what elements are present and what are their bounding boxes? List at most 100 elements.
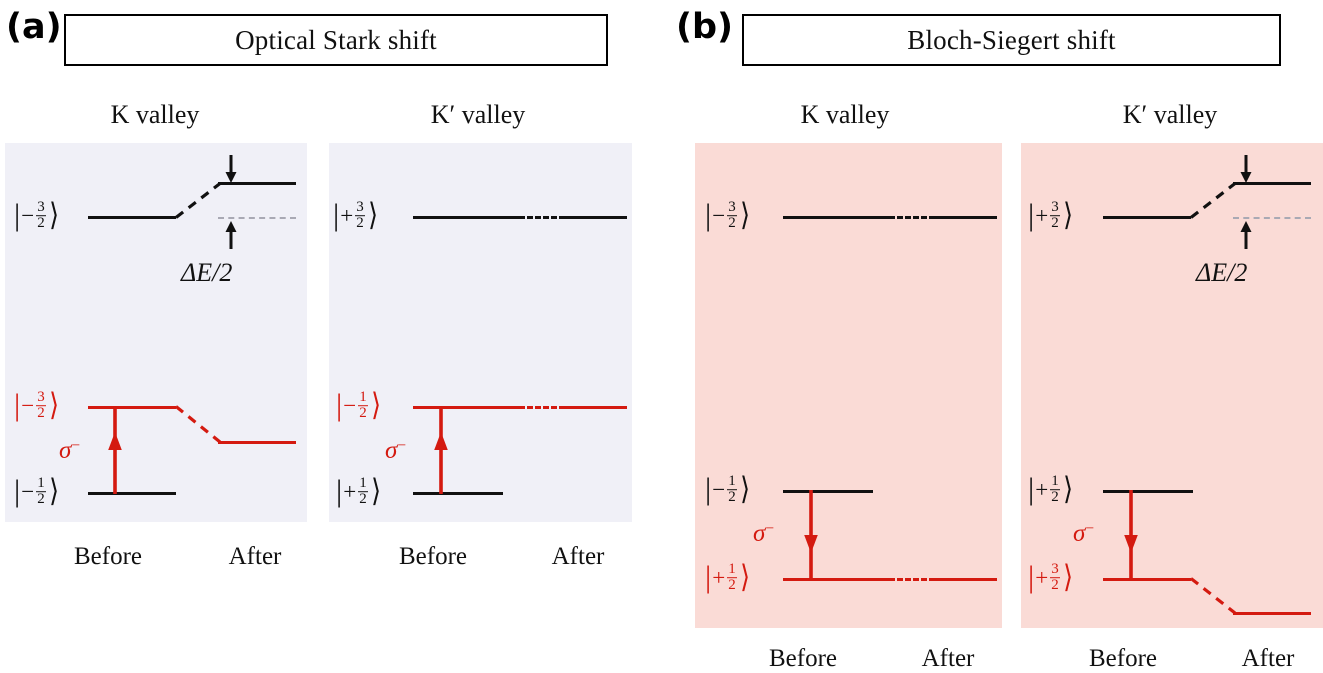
panel-letter-a: (a) bbox=[6, 7, 62, 47]
before-label-a1: Before bbox=[73, 543, 143, 570]
level-a2-upper-before bbox=[413, 216, 523, 219]
panel-a-kprime-valley-label: K′ valley bbox=[430, 100, 526, 129]
panel-letter-b: (b) bbox=[676, 7, 734, 47]
level-a1-red-connector bbox=[174, 405, 222, 444]
ket-sign: + bbox=[1035, 203, 1049, 229]
level-a2-ground bbox=[413, 492, 503, 495]
ket-fraction: 1 2 bbox=[36, 475, 46, 508]
ket-b2-middle-black: | + 1 2 ⟩ bbox=[1028, 470, 1074, 506]
ket-sign: − bbox=[343, 393, 357, 419]
transition-arrow-a2 bbox=[434, 406, 448, 494]
level-b1-upper-dashed bbox=[889, 216, 935, 219]
ket-angle-bracket: ⟩ bbox=[1062, 558, 1073, 594]
panel-b-kprime-valley-plot bbox=[1021, 143, 1323, 628]
level-a2-upper-after bbox=[561, 216, 627, 219]
sigma-superscript: − bbox=[765, 520, 775, 537]
sigma-superscript: − bbox=[1085, 520, 1095, 537]
ket-sign: + bbox=[712, 565, 726, 591]
ket-b2-upper-black: | + 3 2 ⟩ bbox=[1028, 196, 1074, 232]
level-b2-reference-dashed bbox=[1233, 217, 1311, 219]
ket-numerator: 3 bbox=[37, 199, 45, 216]
ket-sign: − bbox=[712, 477, 726, 503]
level-a2-upper-dashed bbox=[519, 216, 565, 219]
delta-e-label-b2: ΔE/2 bbox=[1196, 258, 1248, 287]
sigma-symbol: σ bbox=[753, 520, 766, 548]
level-a1-upper-connector bbox=[175, 182, 221, 219]
transition-arrow-b2 bbox=[1124, 490, 1138, 579]
ket-b1-upper-black: | − 3 2 ⟩ bbox=[705, 196, 751, 232]
ket-numerator: 1 bbox=[728, 473, 736, 490]
ket-bar: | bbox=[336, 472, 343, 508]
level-a1-reference-dashed bbox=[218, 217, 296, 219]
panel-b-k-valley-plot bbox=[695, 143, 1002, 628]
before-label-a2: Before bbox=[398, 543, 468, 570]
ket-angle-bracket: ⟩ bbox=[48, 386, 59, 422]
panel-b-title: Bloch-Siegert shift bbox=[907, 24, 1116, 55]
ket-bar: | bbox=[333, 196, 340, 232]
ket-denominator: 2 bbox=[727, 577, 737, 594]
ket-denominator: 2 bbox=[358, 491, 368, 508]
panel-a-title: Optical Stark shift bbox=[235, 24, 437, 55]
ket-sign: + bbox=[340, 203, 354, 229]
ket-angle-bracket: ⟩ bbox=[1062, 470, 1073, 506]
ket-bar: | bbox=[705, 470, 712, 506]
sigma-symbol: σ bbox=[1073, 520, 1086, 548]
ket-angle-bracket: ⟩ bbox=[48, 196, 59, 232]
ket-denominator: 2 bbox=[1050, 489, 1060, 506]
level-b1-red-before bbox=[783, 578, 893, 581]
level-a1-upper-before bbox=[88, 216, 176, 219]
ket-fraction: 3 2 bbox=[1050, 561, 1060, 594]
transition-arrow-b1 bbox=[804, 490, 818, 579]
after-label-b1: After bbox=[921, 645, 975, 672]
ket-sign: + bbox=[1035, 565, 1049, 591]
ket-bar: | bbox=[705, 558, 712, 594]
ket-numerator: 3 bbox=[37, 389, 45, 406]
ket-angle-bracket: ⟩ bbox=[370, 386, 381, 422]
ket-numerator: 1 bbox=[359, 389, 367, 406]
panel-a-k-valley-plot bbox=[5, 143, 307, 522]
transition-arrow-a1 bbox=[108, 406, 122, 494]
ket-angle-bracket: ⟩ bbox=[48, 472, 59, 508]
ket-b1-middle-black: | − 1 2 ⟩ bbox=[705, 470, 751, 506]
before-label-b2: Before bbox=[1088, 645, 1158, 672]
ket-fraction: 1 2 bbox=[358, 475, 368, 508]
ket-numerator: 3 bbox=[728, 199, 736, 216]
shift-arrow-up-b2 bbox=[1240, 221, 1252, 249]
panel-b-kprime-valley-label: K′ valley bbox=[1122, 100, 1218, 129]
ket-bar: | bbox=[1028, 558, 1035, 594]
after-label-a1: After bbox=[228, 543, 282, 570]
level-a1-upper-after bbox=[218, 182, 296, 185]
ket-fraction: 3 2 bbox=[36, 199, 46, 232]
sigma-minus-label-b2: σ− bbox=[1073, 520, 1094, 548]
ket-denominator: 2 bbox=[36, 405, 46, 422]
ket-fraction: 3 2 bbox=[355, 199, 365, 232]
level-a1-red-after bbox=[218, 441, 296, 444]
sigma-superscript: − bbox=[71, 437, 81, 454]
shift-arrow-up-a1 bbox=[225, 221, 237, 249]
level-b2-red-after bbox=[1233, 612, 1311, 615]
ket-fraction: 3 2 bbox=[36, 389, 46, 422]
level-a1-ground bbox=[88, 492, 176, 495]
ket-numerator: 1 bbox=[359, 475, 367, 492]
level-a1-red-before bbox=[88, 406, 176, 409]
level-b2-upper-after bbox=[1233, 182, 1311, 185]
panel-a-kprime-valley-plot bbox=[329, 143, 632, 522]
ket-denominator: 2 bbox=[1050, 577, 1060, 594]
before-label-b1: Before bbox=[768, 645, 838, 672]
delta-e-label-a1: ΔE/2 bbox=[181, 258, 233, 287]
sigma-minus-label-a2: σ− bbox=[385, 437, 406, 465]
ket-sign: − bbox=[712, 203, 726, 229]
level-b1-middle-black bbox=[783, 490, 873, 493]
ket-angle-bracket: ⟩ bbox=[1062, 196, 1073, 232]
level-b2-red-before bbox=[1103, 578, 1191, 581]
ket-fraction: 1 2 bbox=[358, 389, 368, 422]
ket-angle-bracket: ⟩ bbox=[367, 196, 378, 232]
ket-a2-red: | − 1 2 ⟩ bbox=[336, 386, 382, 422]
ket-bar: | bbox=[705, 196, 712, 232]
ket-denominator: 2 bbox=[358, 405, 368, 422]
panel-b-title-box: Bloch-Siegert shift bbox=[742, 14, 1281, 66]
level-b2-upper-before bbox=[1103, 216, 1191, 219]
ket-a2-upper-black: | + 3 2 ⟩ bbox=[333, 196, 379, 232]
ket-sign: − bbox=[21, 479, 35, 505]
ket-angle-bracket: ⟩ bbox=[739, 558, 750, 594]
